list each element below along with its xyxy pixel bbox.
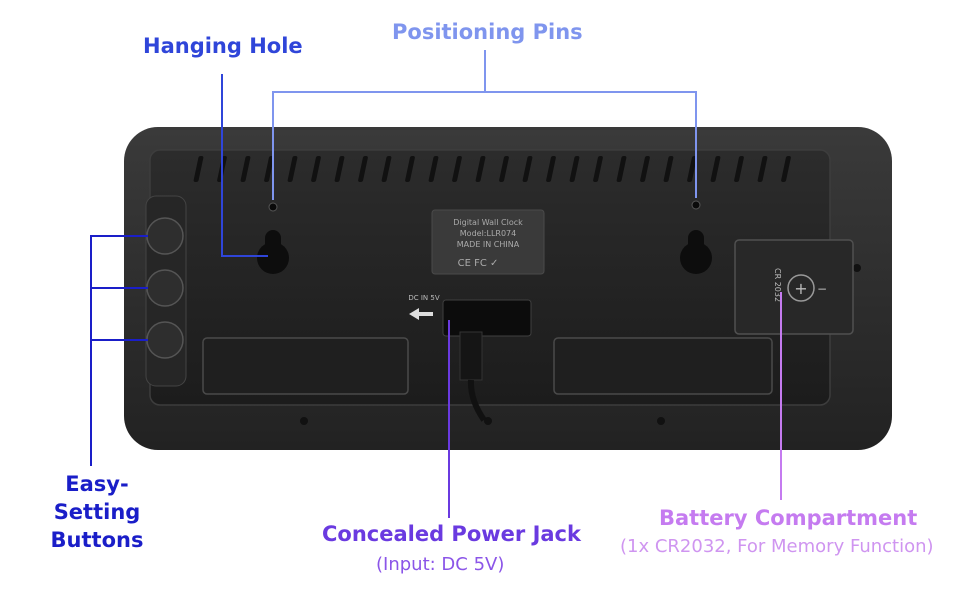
hanging-hole-left bbox=[257, 230, 289, 274]
label-hanging-hole: Hanging Hole bbox=[143, 34, 303, 58]
positioning-pin-left bbox=[268, 202, 278, 212]
label-easy-setting-line2: Buttons bbox=[50, 528, 144, 552]
positioning-pin-right bbox=[691, 200, 701, 210]
vent-slot bbox=[710, 156, 721, 182]
vent-slot bbox=[687, 156, 697, 182]
minus-button[interactable] bbox=[146, 321, 184, 359]
label-battery-compartment: Battery Compartment bbox=[659, 506, 918, 530]
vent-slot bbox=[734, 156, 744, 182]
vent-slot bbox=[334, 156, 345, 182]
screw bbox=[300, 417, 308, 425]
screw bbox=[853, 264, 861, 272]
power-cable bbox=[467, 379, 487, 422]
battery-plus: + bbox=[794, 279, 807, 298]
label-positioning-pins: Positioning Pins bbox=[392, 20, 583, 44]
vent-slot bbox=[640, 156, 650, 182]
screw bbox=[484, 417, 492, 425]
vent-slot bbox=[452, 156, 462, 182]
vent-slot bbox=[757, 156, 768, 182]
vent-slot bbox=[311, 156, 321, 182]
arrow-icon bbox=[409, 308, 433, 320]
plus-button[interactable] bbox=[146, 269, 184, 307]
power-plug bbox=[459, 331, 483, 381]
vent-slot bbox=[428, 156, 439, 182]
battery-icon bbox=[787, 274, 815, 302]
dc-in-label: DC IN 5V bbox=[408, 294, 439, 302]
label-easy-setting-line1: Easy-Setting bbox=[53, 472, 141, 524]
vent-slot bbox=[240, 156, 251, 182]
label-power-jack: Concealed Power Jack bbox=[322, 522, 581, 546]
callout-positioning-pins bbox=[272, 50, 697, 200]
battery-compartment bbox=[734, 239, 854, 335]
stand-slot-left bbox=[202, 337, 409, 395]
label-power-jack-sub: (Input: DC 5V) bbox=[376, 554, 505, 575]
power-jack-recess bbox=[442, 299, 532, 337]
vent-slot bbox=[781, 156, 791, 182]
vent-slot bbox=[193, 156, 204, 182]
mode-button[interactable] bbox=[146, 217, 184, 255]
vent-slot bbox=[499, 156, 509, 182]
vent-slot bbox=[287, 156, 298, 182]
screw bbox=[657, 417, 665, 425]
vent-slot bbox=[546, 156, 556, 182]
callout-easy-setting bbox=[90, 235, 148, 466]
vent-slot bbox=[522, 156, 533, 182]
label-battery-sub: (1x CR2032, For Memory Function) bbox=[620, 536, 934, 557]
vent-slot bbox=[264, 156, 274, 182]
vent-slot bbox=[663, 156, 674, 182]
vent-slot bbox=[358, 156, 368, 182]
vent-slot bbox=[405, 156, 415, 182]
vent-slot bbox=[616, 156, 627, 182]
sticker-line-4: CE FC ✓ bbox=[458, 258, 499, 269]
vent-slots bbox=[193, 156, 791, 182]
sticker-line-2: Model:LLR074 bbox=[460, 229, 516, 238]
hanging-hole-right bbox=[680, 230, 712, 274]
stand-slot-right bbox=[553, 337, 773, 395]
vent-slot bbox=[475, 156, 486, 182]
vent-slot bbox=[381, 156, 392, 182]
vent-slot bbox=[569, 156, 580, 182]
sticker-line-3: MADE IN CHINA bbox=[457, 240, 520, 249]
battery-type-label: CR 2032 bbox=[773, 268, 782, 302]
vent-slot bbox=[593, 156, 603, 182]
label-easy-setting-buttons: Easy-Setting Buttons bbox=[22, 470, 172, 554]
callout-hanging-hole bbox=[221, 74, 268, 257]
sticker-line-1: Digital Wall Clock bbox=[453, 218, 523, 227]
product-sticker bbox=[431, 209, 545, 275]
battery-minus: − bbox=[817, 282, 827, 296]
